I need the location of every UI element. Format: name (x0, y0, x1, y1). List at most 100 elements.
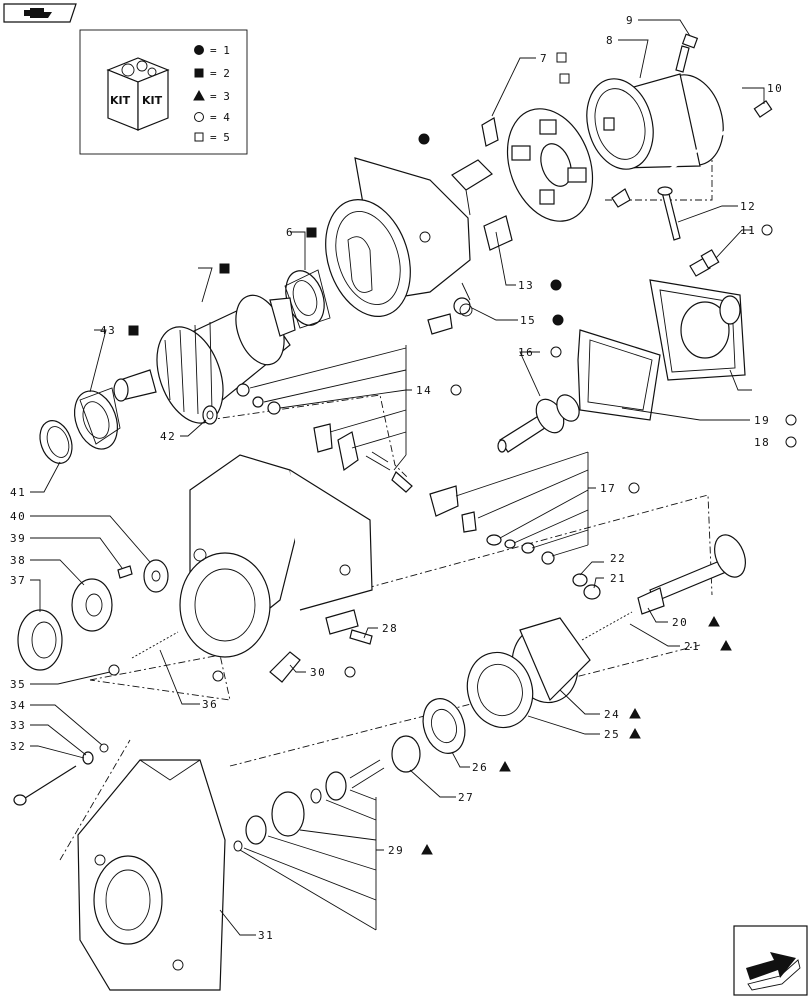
filled-square-icon (194, 68, 204, 78)
callout-37: 37 (10, 574, 26, 587)
open-circle-icon (212, 670, 224, 682)
callout-38: 38 (10, 554, 26, 567)
open-circle-icon (785, 436, 797, 448)
washer-23 (572, 573, 588, 587)
nut-22 (583, 584, 601, 600)
ball-35 (108, 664, 120, 676)
open-circle-icon (194, 112, 204, 122)
callout-19: 19 (754, 414, 770, 427)
assembly-boundary-lower (89, 644, 701, 767)
drive-housing (179, 454, 373, 658)
legend-entry-1: = 1 (210, 44, 230, 57)
callout-22: 21 (610, 572, 626, 585)
callout-27: 27 (458, 791, 474, 804)
washer-41 (39, 420, 73, 464)
callout-43: 43 (100, 324, 116, 337)
open-square-icon (194, 132, 204, 142)
open-square-icon (556, 52, 567, 63)
callout-25: 25 (604, 728, 620, 741)
callout-21: 21 (684, 640, 700, 653)
callout-30: 30 (310, 666, 326, 679)
open-circle-icon (785, 414, 797, 426)
cover-19 (649, 279, 746, 381)
callout-35: 35 (10, 678, 26, 691)
callout-12: 12 (740, 200, 756, 213)
callout-7: 7 (540, 52, 548, 65)
bearing-43 (73, 387, 121, 450)
filled-circle-icon (550, 279, 562, 291)
assembly-boundary-14 (207, 394, 409, 479)
filled-triangle-icon (193, 89, 205, 101)
through-bolt-10 (611, 100, 773, 208)
clip-15 (459, 303, 473, 317)
filled-square-icon (128, 325, 139, 336)
legend-entry-4: = 4 (210, 111, 230, 124)
nut-42 (202, 405, 218, 425)
callout-42: 42 (160, 430, 176, 443)
filled-square-icon (219, 263, 230, 274)
callout-18: 18 (754, 436, 770, 449)
callout-40: 40 (10, 510, 26, 523)
spring-36 (131, 631, 179, 659)
filled-triangle-icon (708, 615, 720, 627)
callout-20: 20 (672, 616, 688, 629)
callout-6: 6 (286, 226, 294, 239)
next-page-arrow-icon[interactable] (733, 925, 808, 996)
open-circle-icon (628, 482, 640, 494)
kit-box-icon: KIT KIT (106, 57, 170, 131)
callout-8: 8 (606, 34, 614, 47)
callout-26: 26 (472, 761, 488, 774)
plunger-16 (497, 394, 580, 453)
kit-label-left: KIT (110, 94, 131, 107)
callout-33: 33 (10, 719, 26, 732)
callout-28: 28 (382, 622, 398, 635)
open-circle-icon (550, 346, 562, 358)
gear-38 (71, 578, 113, 632)
assembly-boundary-17 (329, 494, 713, 596)
open-circle-icon (344, 666, 356, 678)
brush-plate (506, 108, 594, 222)
filled-circle-icon (552, 314, 564, 326)
open-circle-icon (761, 224, 773, 236)
filled-triangle-icon (720, 639, 732, 651)
terminal-kit-17 (429, 485, 555, 565)
assembly-boundary-31 (59, 739, 131, 861)
kit-label-right: KIT (142, 94, 163, 107)
filled-circle-icon (194, 45, 204, 55)
bracket-30 (269, 651, 301, 683)
callout-39: 39 (10, 532, 26, 545)
filled-triangle-icon (421, 843, 433, 855)
callout-11: 11 (740, 224, 756, 237)
disc-27 (391, 735, 421, 773)
open-circle-icon (450, 384, 462, 396)
callout-31: 31 (258, 929, 274, 942)
callout-16: 16 (518, 346, 534, 359)
drive-group-29 (233, 759, 385, 852)
terminal-kit-14 (236, 383, 413, 493)
callout-17: 17 (600, 482, 616, 495)
callout-13: 13 (518, 279, 534, 292)
book-arrow-icon[interactable] (3, 3, 77, 23)
brush-part-7 (481, 117, 499, 147)
legend-entry-5: = 5 (210, 131, 230, 144)
legend-entry-2: = 2 (210, 67, 230, 80)
filled-circle-icon (418, 133, 430, 145)
callout-14: 14 (416, 384, 432, 397)
pin-39 (117, 565, 133, 579)
end-cover-8 (586, 73, 724, 170)
pinion-shaft-20 (637, 534, 746, 615)
armature (113, 294, 296, 424)
bolt-32 (13, 765, 77, 806)
pin-12 (657, 186, 681, 241)
bearing-26 (422, 698, 466, 754)
callout-36: 36 (202, 698, 218, 711)
spring-21 (581, 611, 633, 641)
part-34 (99, 743, 109, 753)
callout-29: 29 (388, 844, 404, 857)
kit-legend: KIT KIT = 1 = 2 = 3 = 4 = 5 (79, 29, 248, 155)
filled-triangle-icon (499, 760, 511, 772)
drive-end-frame-31 (77, 759, 226, 991)
screw-11 (689, 249, 720, 277)
legend-entry-3: = 3 (210, 90, 230, 103)
